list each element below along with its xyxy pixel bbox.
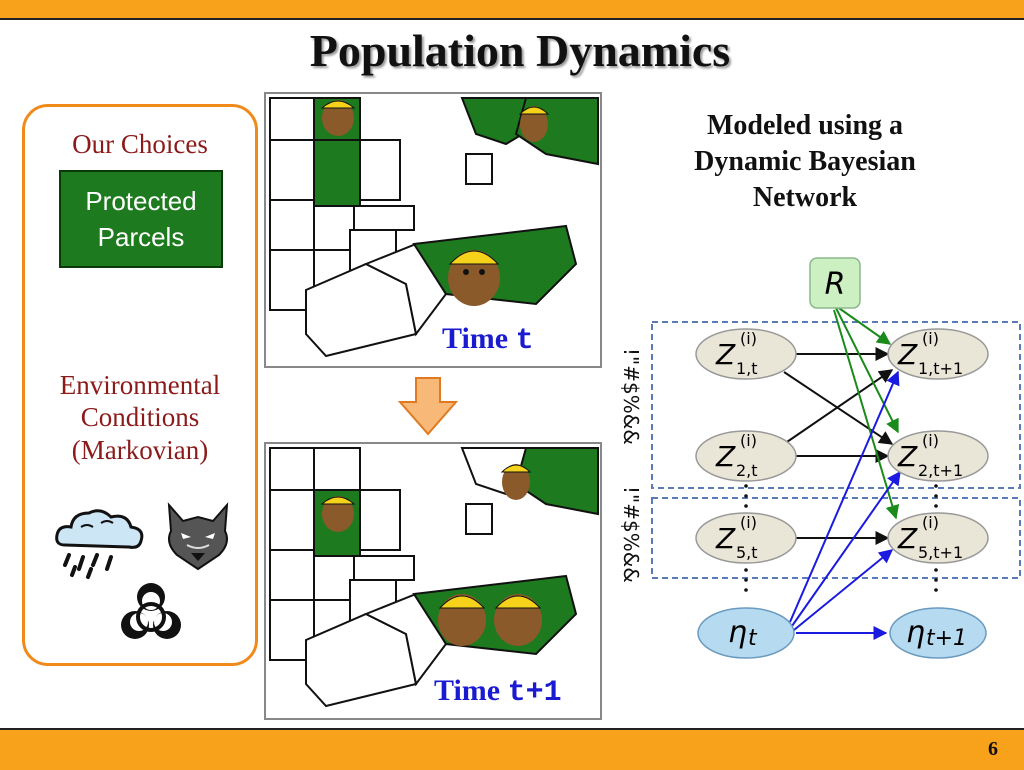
node-z1-t: Z 1,t (i)	[695, 328, 797, 380]
environmental-conditions-label: Environmental Conditions (Markovian)	[25, 369, 255, 466]
eta-letter: η	[906, 615, 925, 650]
z1t1-sub: 1,t+1	[918, 359, 963, 378]
prairie-dog-icon	[518, 106, 550, 142]
map-time-t	[264, 92, 602, 368]
edge-r-z2t1	[835, 307, 899, 434]
group-box-bottom	[651, 497, 1021, 579]
dbn-description: Modeled using a Dynamic Bayesian Network	[640, 108, 970, 215]
z2t1-sub: 2,t+1	[918, 461, 963, 480]
choices-panel: Our Choices Protected Parcels Environmen…	[22, 104, 258, 666]
description-line-3: Network	[752, 181, 858, 213]
z5t-sup: (i)	[740, 513, 757, 532]
z5t1-sup: (i)	[922, 513, 939, 532]
prairie-dog-icon	[448, 250, 500, 306]
node-z5-t: Z 5,t (i)	[695, 512, 797, 564]
bottom-accent-bar	[0, 728, 1024, 770]
eta-t1-sub: t+1	[926, 626, 967, 651]
edge-r-z5t1	[833, 309, 900, 520]
edge-r-z1t1	[835, 305, 892, 345]
top-accent-bar	[0, 0, 1024, 20]
z-letter: Z	[715, 440, 736, 473]
node-z5-t1: Z 5,t+1 (i)	[887, 512, 989, 564]
eta-t-sub: t	[748, 626, 758, 651]
parcel-map-t1	[269, 447, 599, 708]
env-line-2: Conditions	[80, 402, 200, 433]
description-line-1: Modeled using a	[706, 110, 904, 141]
z2t-sup: (i)	[740, 431, 757, 450]
env-line-1: Environmental	[59, 370, 221, 400]
time-t1-label: Time t+1	[434, 674, 562, 710]
z2t-sub: 2,t	[736, 461, 758, 480]
z-letter: Z	[715, 338, 736, 371]
our-choices-label: Our Choices	[72, 129, 208, 159]
edge-eta-z2t1	[791, 470, 901, 627]
edge-eta-z5t1	[793, 549, 894, 631]
z-letter: Z	[897, 440, 918, 473]
z5t-sub: 5,t	[736, 543, 758, 562]
description-line-2: Dynamic Bayesian	[694, 145, 916, 177]
z1t-sub: 1,t	[736, 359, 758, 378]
prairie-dog-icon	[438, 594, 486, 646]
z-letter: Z	[897, 522, 918, 555]
wolf-icon	[167, 502, 229, 571]
garbled-label-2: !"#$%&&	[619, 486, 643, 583]
garbled-label-1: !"#$%&&	[619, 348, 643, 445]
page-number: 6	[988, 738, 998, 760]
node-r-label: R	[825, 267, 846, 302]
prairie-dog-icon	[500, 464, 532, 500]
time-t-var: t	[515, 324, 534, 358]
protected-parcels-box: Protected Parcels	[59, 170, 223, 268]
prairie-dog-icon	[320, 100, 356, 136]
down-arrow-icon	[397, 377, 459, 436]
protected-line-1: Protected	[85, 185, 197, 216]
node-z1-t1: Z 1,t+1 (i)	[887, 328, 989, 380]
z-letter: Z	[715, 522, 736, 555]
node-r: R	[809, 257, 861, 309]
time-t-word: Time	[442, 322, 516, 355]
time-t1-word: Time	[434, 674, 508, 707]
node-eta-t: η t	[697, 607, 795, 659]
prairie-dog-icon	[320, 496, 356, 532]
slide-title: Population Dynamics	[309, 25, 731, 76]
time-t-label: Time t	[442, 322, 534, 358]
node-z2-t1: Z 2,t+1 (i)	[887, 430, 989, 482]
group-box-top	[651, 321, 1021, 489]
time-t1-var: t+1	[507, 676, 562, 710]
dbn-diagram: !"#$%&& !"#$%&& R Z 1,t (i) Z 2,t (i) Z	[619, 257, 1021, 659]
protected-line-2: Parcels	[97, 222, 185, 252]
node-z2-t: Z 2,t (i)	[695, 430, 797, 482]
ellipsis-dots	[744, 484, 938, 592]
z1t-sup: (i)	[740, 329, 757, 348]
z5t1-sub: 5,t+1	[918, 543, 963, 562]
z2t1-sup: (i)	[922, 431, 939, 450]
z1t1-sup: (i)	[922, 329, 939, 348]
eta-letter: η	[728, 615, 747, 650]
parcel-map-t	[269, 97, 599, 358]
edge-eta-z1t1	[789, 370, 900, 623]
map-time-t1	[264, 442, 602, 720]
z-letter: Z	[897, 338, 918, 371]
node-eta-t1: η t+1	[889, 607, 987, 659]
prairie-dog-icon	[494, 594, 542, 646]
biohazard-icon	[121, 583, 181, 639]
env-line-3: (Markovian)	[71, 434, 209, 465]
rain-cloud-icon	[55, 509, 144, 579]
